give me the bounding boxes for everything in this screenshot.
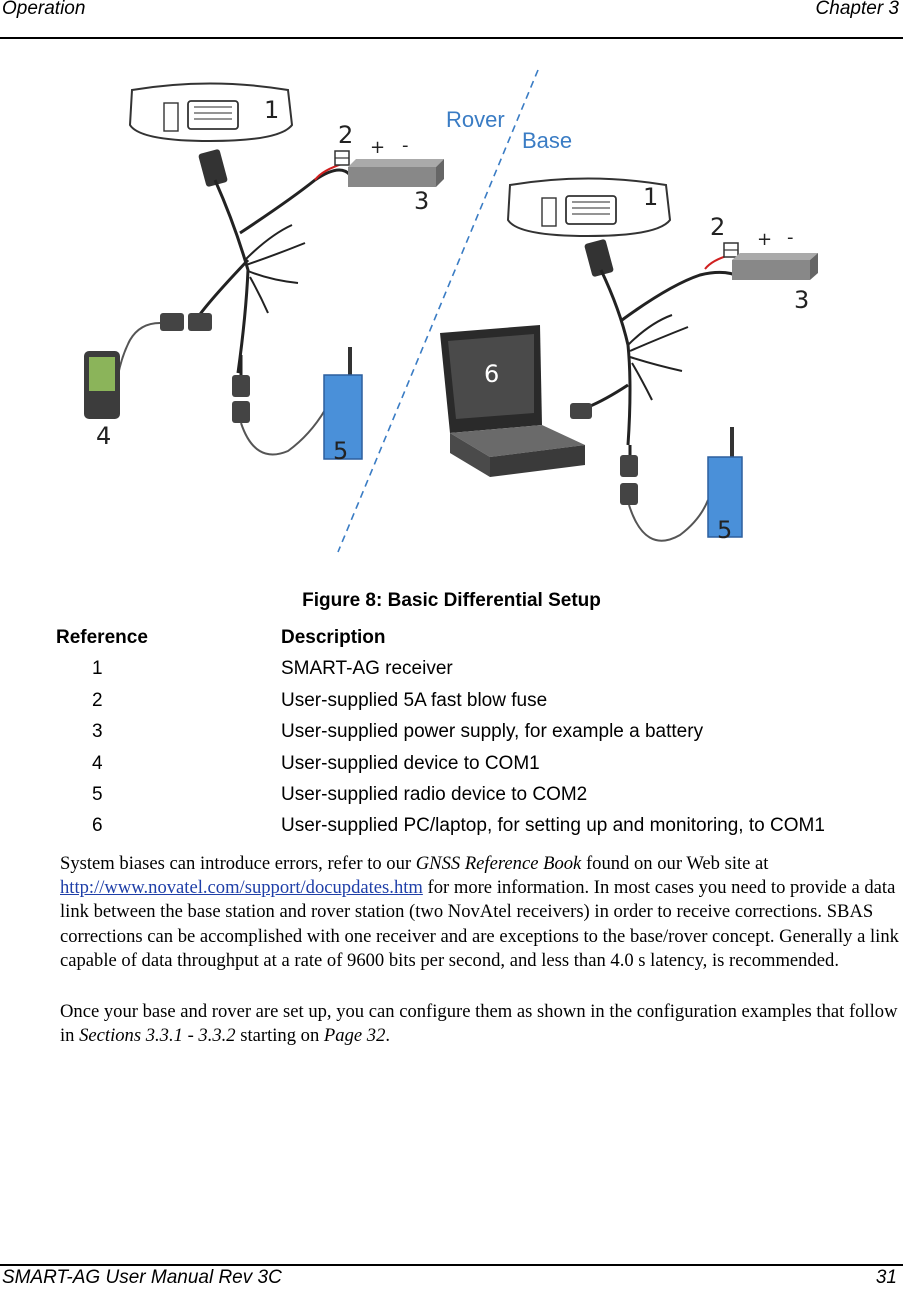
footer-manual-title: SMART-AG User Manual Rev 3C — [2, 1267, 282, 1288]
rover-battery — [348, 159, 444, 187]
ref-description: User-supplied 5A fast blow fuse — [281, 689, 548, 711]
docupdates-link[interactable]: http://www.novatel.com/support/docupdate… — [60, 877, 423, 899]
rover-minus: - — [402, 135, 409, 156]
base-power-cable — [621, 270, 741, 322]
body-paragraph-2: Once your base and rover are set up, you… — [60, 1000, 902, 1048]
base-callout-2: 2 — [710, 213, 725, 241]
page-reference: Page 32 — [323, 1025, 386, 1047]
ref-description: User-supplied power supply, for example … — [281, 721, 704, 743]
base-label: Base — [522, 128, 572, 153]
base-plus: + — [757, 229, 772, 250]
rover-fuse — [334, 150, 350, 166]
base-laptop — [440, 325, 585, 477]
base-battery — [732, 253, 818, 280]
ref-number: 3 — [92, 721, 103, 743]
rover-com2-connector — [232, 375, 250, 397]
ref-description: User-supplied PC/laptop, for setting up … — [281, 815, 825, 837]
p2-text: . — [385, 1025, 391, 1047]
base-com1-connector — [570, 403, 592, 419]
rover-label: Rover — [446, 107, 505, 132]
ref-number: 4 — [92, 752, 103, 774]
rover-com1-cable — [196, 258, 250, 318]
base-callout-1: 1 — [643, 183, 658, 211]
ref-description: User-supplied device to COM1 — [281, 752, 540, 774]
rover-radio — [323, 374, 363, 460]
ref-number: 2 — [92, 689, 103, 711]
p1-text: found on our Web site at — [581, 853, 769, 874]
base-callout-6: 6 — [484, 360, 499, 388]
footer-page-number: 31 — [875, 1267, 897, 1288]
figure-caption: Figure 8: Basic Differential Setup — [302, 590, 601, 611]
ref-number: 5 — [92, 783, 103, 805]
p2-text: starting on — [235, 1025, 324, 1047]
base-callout-3: 3 — [794, 286, 809, 314]
sections-reference: Sections 3.3.1 - 3.3.2 — [79, 1025, 236, 1047]
base-fuse — [723, 242, 739, 258]
rover-callout-4: 4 — [96, 422, 111, 450]
rover-handheld-device — [84, 351, 120, 419]
rover-cable-trunk — [213, 179, 250, 374]
header-chapter: Chapter 3 — [815, 0, 899, 19]
p2-text: Once your base and rover are set up, you… — [60, 1001, 898, 1047]
rover-com1-connector — [160, 313, 212, 331]
p1-text: System biases can introduce errors, refe… — [60, 853, 416, 874]
rover-receiver — [128, 82, 294, 143]
ref-description: SMART-AG receiver — [281, 658, 453, 680]
description-header: Description — [281, 627, 386, 648]
ref-number: 6 — [92, 815, 103, 837]
base-callout-5: 5 — [717, 516, 732, 544]
footer-rule — [0, 1264, 903, 1266]
rover-base-divider — [337, 69, 539, 553]
base-cable-trunk — [599, 269, 632, 446]
rover-main-connector — [198, 149, 228, 187]
header-section-title: Operation — [2, 0, 86, 19]
base-main-connector — [584, 239, 614, 277]
rover-callout-3: 3 — [414, 187, 429, 215]
rover-power-cable — [239, 168, 352, 235]
rover-callout-5: 5 — [333, 437, 348, 465]
ref-description: User-supplied radio device to COM2 — [281, 783, 588, 805]
ref-number: 1 — [92, 658, 103, 680]
rover-callout-2: 2 — [338, 121, 353, 149]
base-com1-cable — [587, 383, 629, 409]
base-receiver — [506, 177, 672, 238]
p1-text: for more information. In most cases you … — [60, 877, 899, 971]
reference-header: Reference — [56, 627, 148, 648]
reference-book-title: GNSS Reference Book — [415, 853, 582, 874]
base-minus: - — [787, 227, 794, 248]
rover-plus: + — [370, 137, 385, 158]
rover-callout-1: 1 — [264, 96, 279, 124]
base-radio — [707, 456, 743, 538]
base-com2-connector — [620, 455, 638, 477]
differential-setup-diagram: Rover Base 1 2 + - 3 4 5 1 2 + - 3 5 6 — [84, 69, 818, 553]
header-rule — [0, 37, 903, 39]
body-paragraph-1: System biases can introduce errors, refe… — [60, 852, 902, 973]
